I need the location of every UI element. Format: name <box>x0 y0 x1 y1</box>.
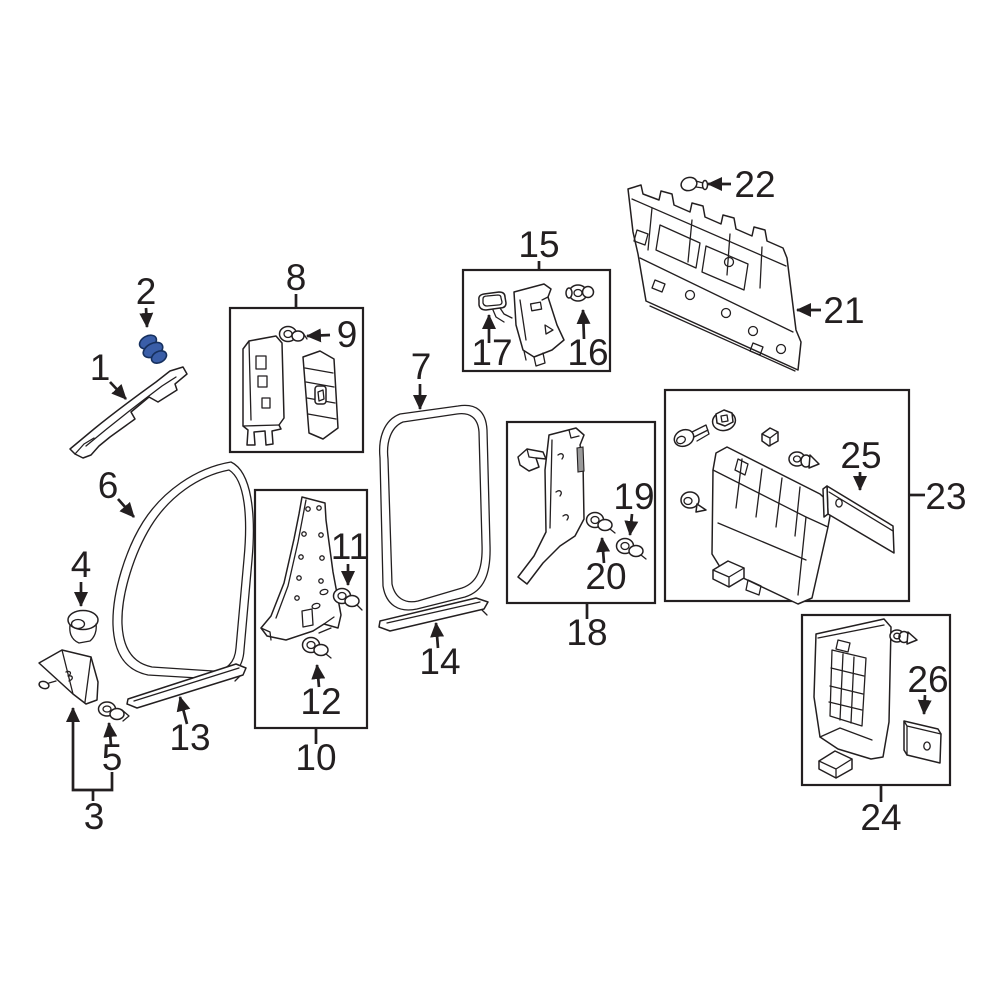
part-8-box-group[interactable] <box>228 306 365 454</box>
arrow-2 <box>139 307 154 328</box>
part-2-clip-highlighted[interactable] <box>137 332 168 365</box>
arrow-14 <box>430 622 445 649</box>
part-20-clip[interactable] <box>585 511 616 534</box>
part-13-scuff-plate[interactable] <box>126 663 247 709</box>
part-18-box <box>505 420 657 605</box>
part-label-22: 22 <box>734 164 775 205</box>
part-label-9: 9 <box>337 314 358 355</box>
part-23-screw[interactable] <box>680 491 707 513</box>
part-10-box <box>253 488 369 730</box>
part-15-box <box>461 268 612 373</box>
part-18-trim[interactable] <box>517 427 585 585</box>
part-10-trim[interactable] <box>260 496 342 641</box>
part-label-14: 14 <box>419 641 460 682</box>
part-24-box <box>800 613 952 787</box>
part-label-6: 6 <box>98 465 119 506</box>
part-5-clip[interactable] <box>97 701 130 722</box>
part-label-17: 17 <box>471 332 512 373</box>
arrow-16 <box>576 309 591 340</box>
part-label-10: 10 <box>295 737 336 778</box>
part-label-2: 2 <box>136 271 157 312</box>
part-23-panel[interactable] <box>711 446 833 605</box>
part-1-pillar-garnish[interactable] <box>69 366 188 459</box>
part-label-24: 24 <box>860 797 901 838</box>
part-label-12: 12 <box>300 681 341 722</box>
part-15-box-group[interactable] <box>461 268 612 373</box>
part-label-4: 4 <box>71 544 92 585</box>
part-10-box-group[interactable] <box>253 488 369 730</box>
arrow-5 <box>103 722 118 746</box>
part-label-20: 20 <box>585 556 626 597</box>
part-14-rear-scuff-plate[interactable] <box>378 597 489 632</box>
part-label-15: 15 <box>518 224 559 265</box>
part-label-19: 19 <box>613 476 654 517</box>
part-24-block[interactable] <box>818 750 853 779</box>
part-3-cowl-side-trim[interactable] <box>38 649 99 705</box>
part-17-clip[interactable] <box>478 291 513 323</box>
callout-labels: 1 2 3 4 5 6 7 8 9 10 11 12 13 14 15 16 1… <box>71 164 967 838</box>
part-15-trim[interactable] <box>513 283 565 367</box>
part-label-23: 23 <box>925 476 966 517</box>
part-4-grommet[interactable] <box>67 609 99 644</box>
part-23-block[interactable] <box>712 560 745 588</box>
part-25-plate[interactable] <box>822 485 895 554</box>
arrow-13 <box>176 696 191 725</box>
part-21-back-panel[interactable] <box>627 184 802 372</box>
part-18-bracket[interactable] <box>517 448 547 472</box>
part-23-nut[interactable] <box>711 409 737 432</box>
part-label-26: 26 <box>907 659 948 700</box>
arrow-6 <box>116 498 136 518</box>
part-label-11: 11 <box>331 526 369 567</box>
part-7-door-opening-seal[interactable] <box>378 404 491 611</box>
part-label-7: 7 <box>411 346 432 387</box>
part-6-door-opening-seal[interactable] <box>112 461 254 680</box>
part-label-21: 21 <box>823 290 864 331</box>
part-18-box-group[interactable] <box>505 420 657 605</box>
part-24-box-group[interactable] <box>800 613 952 787</box>
part-24-clip[interactable] <box>889 629 918 645</box>
part-label-16: 16 <box>567 332 608 373</box>
part-9-clip[interactable] <box>278 325 308 343</box>
arrow-20 <box>596 537 611 564</box>
part-23-clip-a[interactable] <box>761 427 779 447</box>
callout-arrows <box>66 177 932 802</box>
part-22-clip[interactable] <box>679 175 709 192</box>
arrow-1 <box>109 381 127 400</box>
part-26-plate[interactable] <box>903 720 942 764</box>
arrow-9 <box>306 328 331 343</box>
part-label-8: 8 <box>286 257 307 298</box>
part-24-panel[interactable] <box>813 618 892 760</box>
part-12-clip[interactable] <box>301 636 332 659</box>
part-label-13: 13 <box>169 717 210 758</box>
part-23-bolt[interactable] <box>672 424 710 449</box>
part-23-clip-b[interactable] <box>788 451 820 469</box>
part-11-clip[interactable] <box>332 587 363 611</box>
part-19-clip[interactable] <box>615 537 647 560</box>
part-label-25: 25 <box>840 435 881 476</box>
arrow-12 <box>311 664 326 688</box>
part-label-3: 3 <box>84 796 105 837</box>
part-label-1: 1 <box>90 347 111 388</box>
part-label-5: 5 <box>102 737 123 778</box>
part-label-18: 18 <box>566 612 607 653</box>
part-16-clip[interactable] <box>565 284 595 302</box>
part-23-box-group[interactable] <box>663 388 911 605</box>
arrow-19 <box>624 513 639 536</box>
arrow-26 <box>917 694 932 715</box>
part-8-trim-rear[interactable] <box>302 350 339 440</box>
part-8-trim-front[interactable] <box>242 335 285 446</box>
